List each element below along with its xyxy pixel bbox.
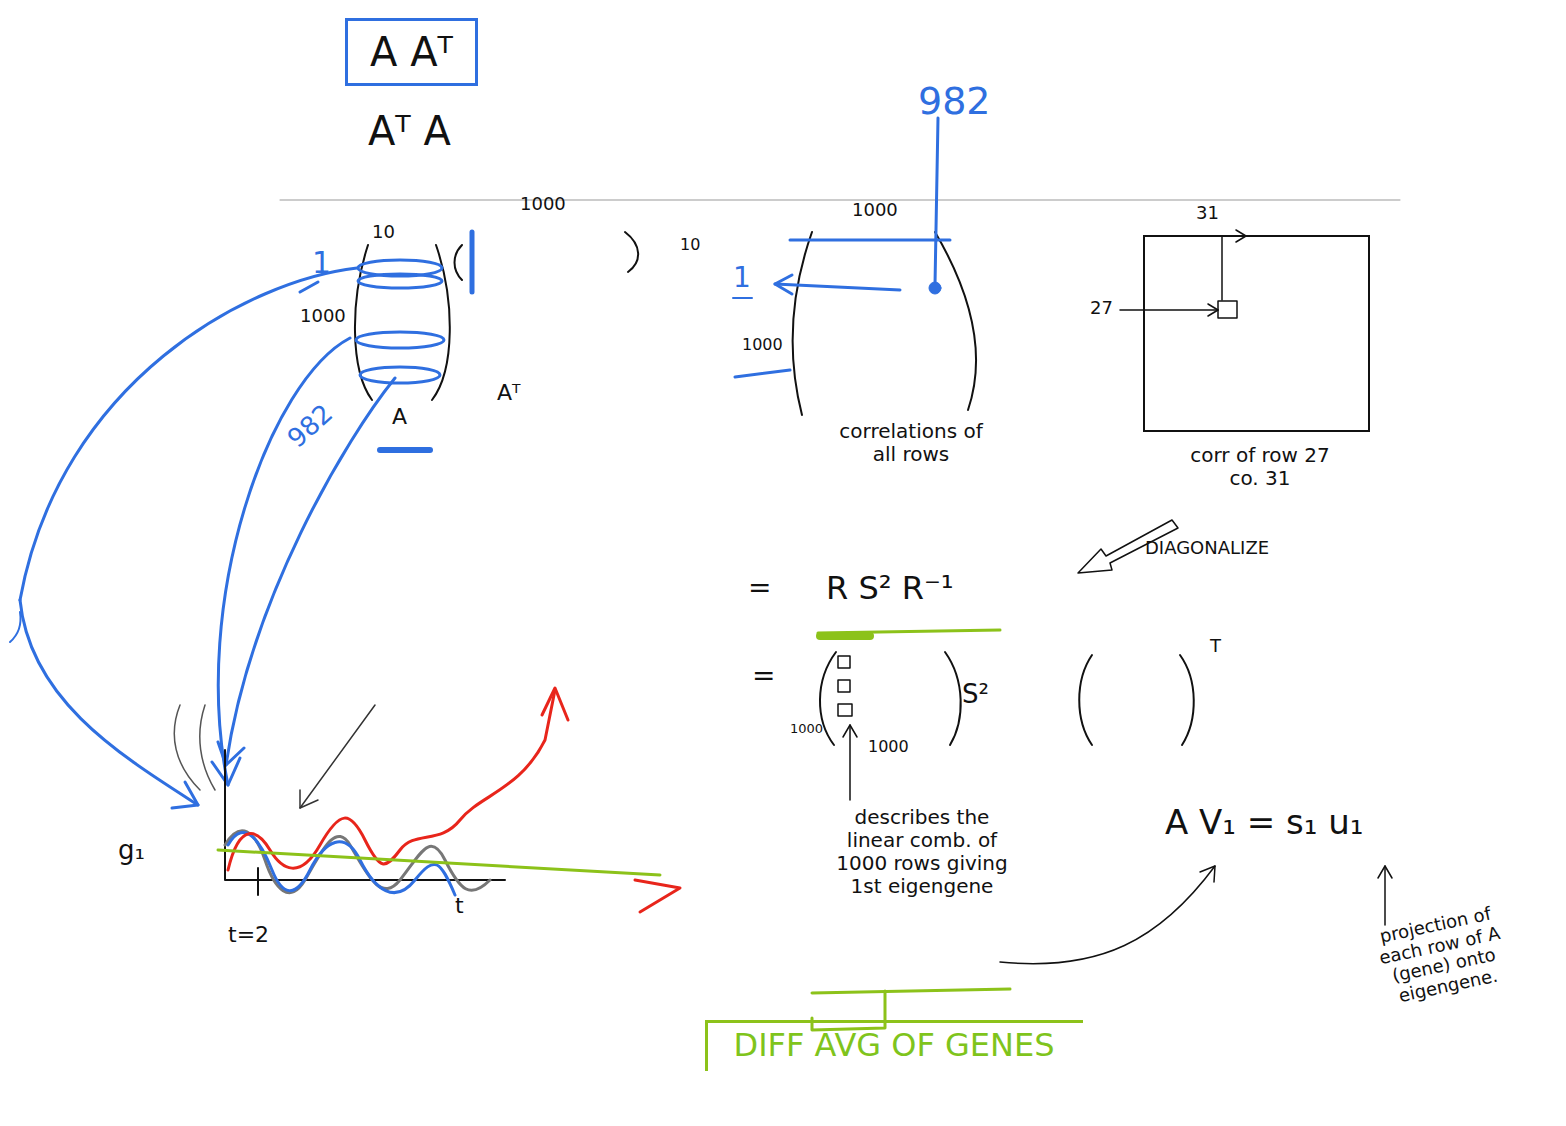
eigenvector-cell <box>838 680 850 692</box>
sketch-label: describes the linear comb. of 1000 rows … <box>832 806 1012 898</box>
eigenvector-cell <box>838 656 850 668</box>
row-arrow <box>300 282 318 292</box>
sketch-label: 1000 <box>520 194 566 215</box>
sketch-label: 10 <box>680 236 700 254</box>
sketch-label: t <box>455 893 464 918</box>
matrix-outline <box>793 232 812 415</box>
row-arrow <box>10 612 21 642</box>
sketch-label: 1000 <box>852 200 898 221</box>
arrowhead <box>1378 866 1392 878</box>
row-arrow <box>20 600 198 805</box>
row-marker <box>356 332 444 348</box>
arrowhead <box>635 880 680 912</box>
arrowhead <box>172 782 198 808</box>
sketch-label: A V₁ = s₁ u₁ <box>1165 803 1363 842</box>
entry-cell <box>1218 301 1237 318</box>
column-marker <box>470 232 475 292</box>
pointer-arrow <box>1000 866 1215 964</box>
highlight-underline <box>820 632 870 640</box>
pointer-arrow <box>174 705 200 790</box>
node-text: corr of row 27 co. 31 <box>1175 444 1345 490</box>
index-line <box>1120 309 1218 311</box>
result-box: DIFF AVG OF GENES <box>705 1020 1083 1071</box>
arrowhead <box>300 790 318 808</box>
row-marker <box>360 367 440 383</box>
row-arrow <box>226 378 395 765</box>
eigenvector-cell <box>838 704 852 716</box>
arrowhead <box>1208 304 1218 316</box>
row-underline <box>380 447 430 453</box>
sketch-label: 1 <box>312 246 331 281</box>
sketch-label: 1000 <box>790 722 823 737</box>
entry-leader <box>775 284 900 290</box>
sketch-label: Aᵀ A <box>368 108 451 154</box>
sketch-label: 31 <box>1196 203 1219 224</box>
sketch-label: g₁ <box>118 836 145 866</box>
sketch-label: 1000 <box>742 336 783 354</box>
sketch-label: 1000 <box>868 738 909 756</box>
bracket <box>455 245 463 280</box>
signal-curve <box>228 690 555 870</box>
sketch-label: A <box>392 404 407 429</box>
matrix-outline <box>1079 655 1092 745</box>
sketch-label: projection of each row of A (gene) onto … <box>1355 899 1529 1013</box>
arrowhead <box>542 688 568 720</box>
node-text: A Aᵀ <box>370 29 453 75</box>
sketch-label: t=2 <box>228 922 269 947</box>
pointer-arrow <box>300 705 375 808</box>
index-line <box>1221 237 1223 300</box>
sketch-label: 10 <box>372 222 395 243</box>
sketch-label: R S² R⁻¹ <box>826 570 954 607</box>
entry-leader <box>790 239 950 242</box>
sketch-label: 982 <box>282 399 339 454</box>
matrix-outline <box>935 232 976 410</box>
arrowhead <box>218 742 244 765</box>
arrowhead <box>775 275 792 294</box>
separator-line <box>280 200 1400 201</box>
sketch-label: S² <box>962 680 989 710</box>
matrix-square: corr of row 27 co. 31 <box>1143 235 1370 432</box>
sketch-label: 27 <box>1090 298 1113 319</box>
arrowhead <box>843 725 857 737</box>
entry-dot <box>929 282 941 294</box>
sketch-label: DIAGONALIZE <box>1145 538 1269 559</box>
sketch-label: 1 <box>733 262 751 294</box>
pointer-arrow <box>1384 866 1386 925</box>
bracket <box>625 232 638 272</box>
entry-leader <box>735 370 790 377</box>
arrowhead <box>1200 866 1215 882</box>
matrix-outline <box>1180 655 1194 745</box>
row-marker <box>358 274 442 288</box>
pointer-arrow <box>200 705 215 790</box>
pointer-arrow <box>849 725 851 800</box>
sketch-label: T <box>1210 636 1221 657</box>
signal-curve <box>228 832 455 895</box>
boxed-formula: A Aᵀ <box>345 18 478 86</box>
average-line <box>218 850 660 875</box>
row-arrow <box>20 268 357 600</box>
highlight-underline <box>812 989 1010 993</box>
sketch-label: = <box>748 572 771 604</box>
sketch-label: = <box>752 660 775 692</box>
sketch-label: correlations of all rows <box>826 420 996 466</box>
sketch-label: 982 <box>918 80 991 124</box>
plot-tick <box>257 868 259 895</box>
matrix-outline <box>945 652 961 745</box>
entry-leader <box>733 297 752 299</box>
entry-leader <box>935 118 938 285</box>
highlight-bracket <box>812 991 885 1030</box>
sketch-label: 1000 <box>300 306 346 327</box>
sketch-label: Aᵀ <box>497 380 521 405</box>
row-arrow <box>218 338 350 785</box>
node-text: DIFF AVG OF GENES <box>724 1027 1064 1064</box>
